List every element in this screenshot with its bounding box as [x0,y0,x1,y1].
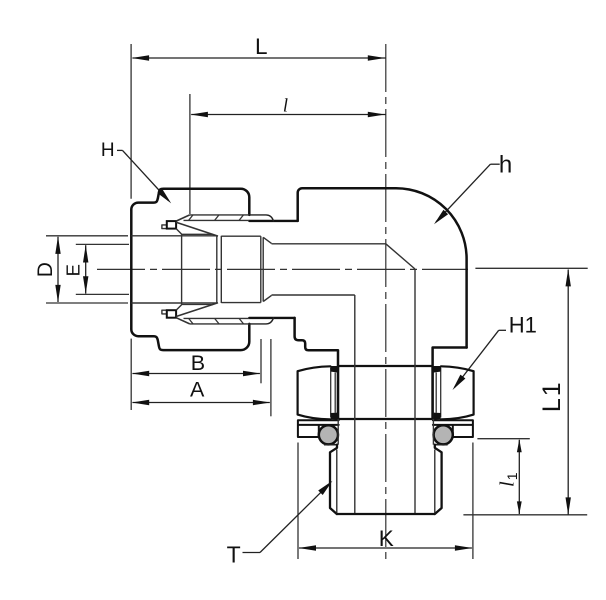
svg-text:H: H [101,140,115,161]
svg-text:K: K [379,526,394,551]
svg-text:D: D [34,262,57,277]
svg-text:T: T [227,541,241,567]
svg-text:l: l [283,96,288,116]
svg-text:H1: H1 [509,312,537,337]
svg-text:E: E [62,264,83,276]
svg-text:h: h [499,152,512,179]
svg-text:L1: L1 [538,380,566,412]
svg-text:B: B [191,351,205,375]
svg-text:L: L [255,34,268,59]
svg-text:A: A [190,378,205,402]
